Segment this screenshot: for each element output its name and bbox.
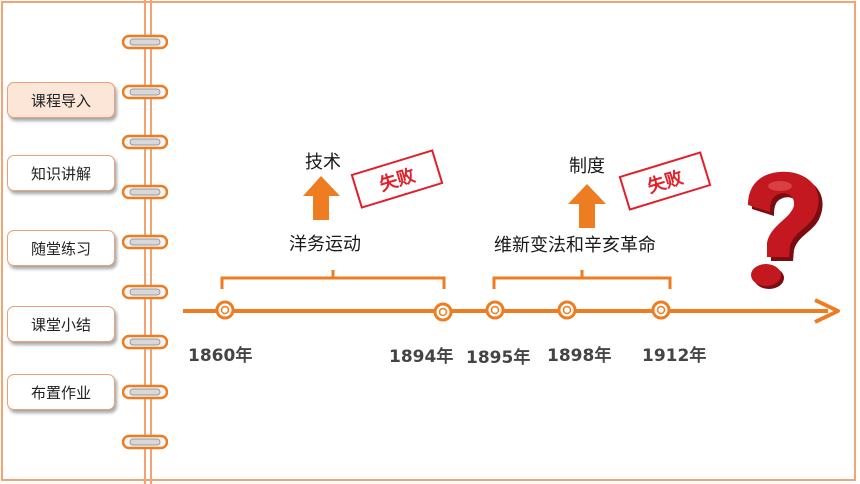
binder-ring-icon [122, 384, 168, 400]
timeline-node [215, 300, 235, 320]
year-1912: 1912年 [642, 346, 707, 366]
nav-item-knowledge[interactable]: 知识讲解 [7, 155, 115, 191]
binder-ring-icon [122, 234, 168, 250]
binder-ring-icon [122, 84, 168, 100]
up-arrow-icon [303, 176, 340, 220]
label-system: 制度 [569, 156, 605, 177]
binder-ring-icon [122, 334, 168, 350]
binder-ring-icon [122, 34, 168, 50]
year-1898: 1898年 [547, 346, 612, 366]
timeline-node [485, 300, 505, 320]
timeline-node [557, 300, 577, 320]
question-mark-icon [748, 171, 823, 289]
binder-ring-icon [122, 134, 168, 150]
label-technology: 技术 [305, 152, 341, 173]
timeline-arrowhead [814, 298, 840, 324]
binder-ring-icon [122, 284, 168, 300]
label-yangwu-movement: 洋务运动 [289, 234, 361, 255]
bracket-reform [492, 270, 672, 289]
year-1894: 1894年 [389, 347, 454, 367]
bracket-yangwu [220, 270, 446, 289]
up-arrow-icon [568, 184, 606, 228]
label-reform-revolution: 维新变法和辛亥革命 [494, 235, 656, 256]
nav-item-homework[interactable]: 布置作业 [7, 374, 115, 410]
binder-ring-icon [122, 184, 168, 200]
year-1895: 1895年 [466, 348, 531, 368]
timeline-node [433, 302, 453, 322]
nav-item-course-intro[interactable]: 课程导入 [7, 82, 115, 118]
binder-ring-icon [122, 434, 168, 450]
timeline-node [651, 300, 671, 320]
nav-item-practice[interactable]: 随堂练习 [7, 230, 115, 266]
year-1860: 1860年 [188, 346, 253, 366]
nav-item-summary[interactable]: 课堂小结 [7, 306, 115, 342]
